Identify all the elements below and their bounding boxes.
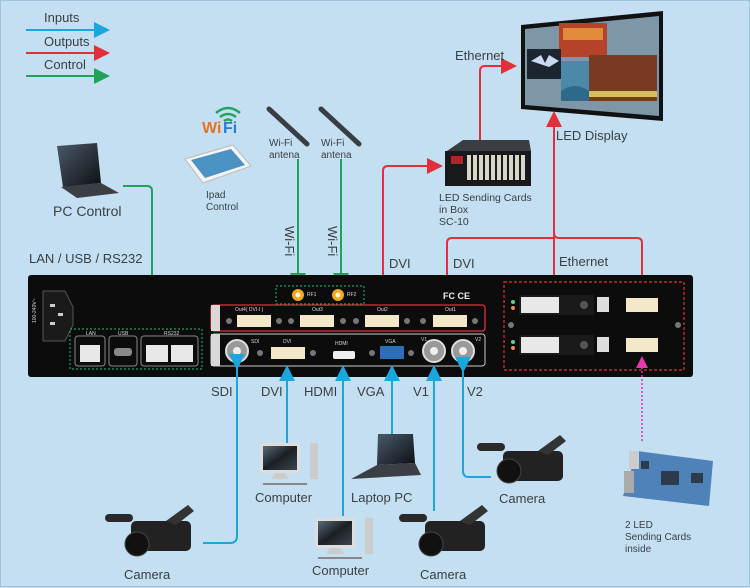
sending-card-label-line1: 2 LED [625, 520, 653, 531]
wifi-logo-icon: Wi Fi [202, 106, 241, 137]
sdi-input-line [203, 354, 245, 544]
pc-control-label: PC Control [53, 203, 122, 219]
sending-box-label-line3: SC-10 [439, 216, 469, 228]
camera-1-label: Camera [124, 567, 171, 582]
camera-1-image [105, 505, 194, 557]
panel-hdmi-label: HDMI [335, 341, 348, 347]
port-label-rs232: RS232 [164, 331, 180, 337]
svg-text:Wi: Wi [202, 120, 221, 137]
sending-card-label-line2: Sending Cards [625, 532, 692, 543]
sending-box-label-line1: LED Sending Cards [439, 192, 532, 204]
input-label-vga: VGA [357, 384, 385, 399]
led-display-image [521, 11, 663, 121]
video-processor-rear-panel [28, 275, 693, 377]
input-label-dvi: DVI [261, 384, 283, 399]
input-label-sdi: SDI [211, 384, 233, 399]
wifi-antenna-1-image [266, 106, 310, 147]
antenna-1-label-line2: antena [269, 150, 300, 161]
port-label-usb: USB [118, 331, 129, 337]
antenna-2-label-line2: antena [321, 150, 352, 161]
port-label-rf1: RF1 [307, 292, 317, 298]
legend-control-label: Control [44, 57, 86, 72]
v2-input-line [455, 357, 491, 478]
ipad-label-line2: Control [206, 202, 239, 213]
port-label-lan: LAN [86, 331, 96, 337]
laptop-pc-label: Laptop PC [351, 490, 413, 505]
out1-label: Out1 [445, 307, 456, 313]
camera-2-label: Camera [420, 567, 467, 582]
out2-label: Out2 [377, 307, 388, 313]
sending-box-label-line2: in Box [439, 204, 469, 216]
dvi-out-label: DVI [389, 256, 411, 271]
computer-1-label: Computer [255, 490, 313, 505]
camera-3-label: Camera [499, 491, 546, 506]
panel-dvi-label: DVI [283, 339, 292, 345]
led-sending-card-image [623, 451, 713, 506]
out1-to-card-line [446, 237, 554, 306]
led-display-label: LED Display [556, 128, 628, 143]
wifi-2-label: Wi-Fi [325, 226, 340, 257]
ethernet-card-label: Ethernet [559, 254, 609, 269]
led-sending-box-image [445, 140, 531, 186]
panel-v1-label: V1 [421, 337, 428, 343]
legend-inputs-label: Inputs [44, 10, 80, 25]
legend-outputs-label: Outputs [44, 34, 90, 49]
ipad-image [184, 144, 252, 184]
panel-vga-label: VGA [385, 339, 396, 345]
antenna-2-label-line1: Wi-Fi [321, 138, 345, 149]
ipad-label-line1: Ipad [206, 190, 226, 201]
input-label-v1: V1 [413, 384, 429, 399]
dvi-out-to-box-line [382, 158, 443, 301]
pc-control-laptop-image [57, 143, 119, 198]
ethernet-box-to-display-line [479, 58, 517, 141]
port-label-rf2: RF2 [347, 292, 357, 298]
dvi-card-label: DVI [453, 256, 475, 271]
antenna-1-label-line1: Wi-Fi [269, 138, 293, 149]
ethernet-top-label: Ethernet [455, 48, 505, 63]
power-rating-label: 100-240V~ [32, 298, 38, 323]
wifi-1-label: Wi-Fi [282, 226, 297, 257]
pc-control-line [123, 185, 160, 333]
input-label-v2: V2 [467, 384, 483, 399]
computer-1-image [260, 443, 318, 485]
lan-usb-rs232-label: LAN / USB / RS232 [29, 251, 143, 266]
out3-label: Out3 [312, 307, 323, 313]
panel-sdi-label: SDI [251, 339, 260, 345]
wifi-antenna-2-image [318, 106, 362, 147]
certification-marks: FC CE [443, 291, 470, 301]
camera-3-image [477, 435, 566, 484]
box-to-card-dvi-line [553, 191, 650, 303]
panel-v2-label: V2 [475, 337, 482, 343]
sending-card-label-line3: inside [625, 544, 652, 555]
laptop-pc-image [351, 434, 421, 479]
out4-label: Out4( DVI-I ) [235, 307, 264, 313]
input-label-hdmi: HDMI [304, 384, 338, 399]
camera-2-image [399, 505, 488, 557]
svg-text:Fi: Fi [223, 120, 237, 137]
computer-2-image [315, 518, 373, 559]
computer-2-label: Computer [312, 563, 370, 578]
